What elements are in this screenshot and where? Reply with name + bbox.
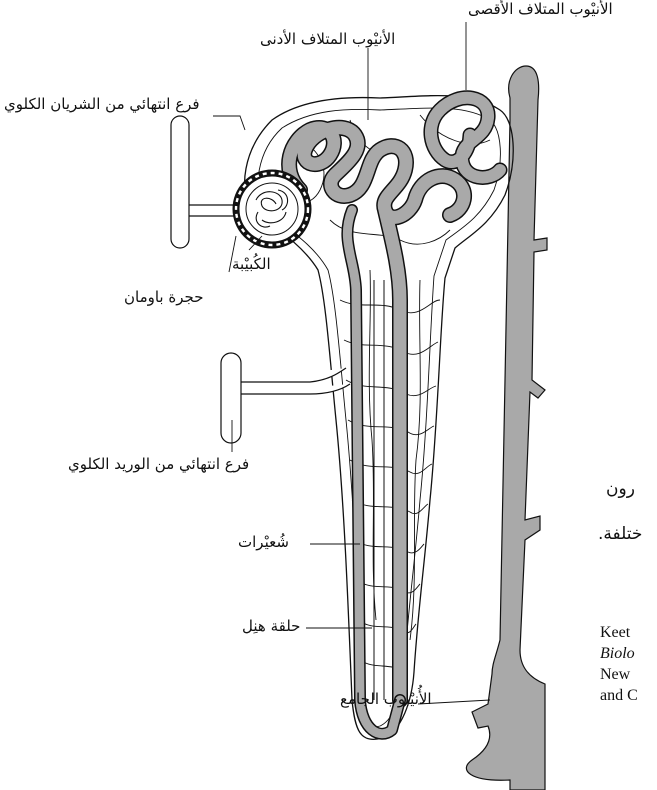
cut-text-fragment: New: [600, 666, 630, 684]
glomerulus-label: الكُبيْبة: [232, 255, 271, 273]
convoluted-tubules: [289, 98, 500, 734]
cut-text-fragment: Keet: [600, 624, 630, 642]
proximal-tubule-label: الأنيْوب المتلاف الأدنى: [260, 30, 395, 48]
loop-of-henle-label: حلقة هنِل: [242, 617, 300, 635]
cut-text-fragment: and C: [600, 687, 638, 705]
cut-text-fragment: رون: [606, 479, 635, 499]
cut-text-fragment: Biolo: [600, 645, 635, 663]
venule-label: فرع انتهائي من الوريد الكلوي: [68, 455, 249, 473]
bowmans-capsule: [236, 173, 308, 245]
cut-text-fragment: ختلفة.: [598, 524, 642, 544]
capillaries-label: شُعيْرات: [238, 533, 289, 551]
collecting-duct-label: الأُنيْبوب الجامع: [340, 690, 432, 708]
bowmans-capsule-label: حجرة باومان: [124, 288, 203, 306]
distal-tubule-label: الأنيْوب المتلاف الأقصى: [468, 0, 613, 18]
afferent-arteriole-label: فرع انتهائي من الشريان الكلوي: [4, 95, 200, 113]
